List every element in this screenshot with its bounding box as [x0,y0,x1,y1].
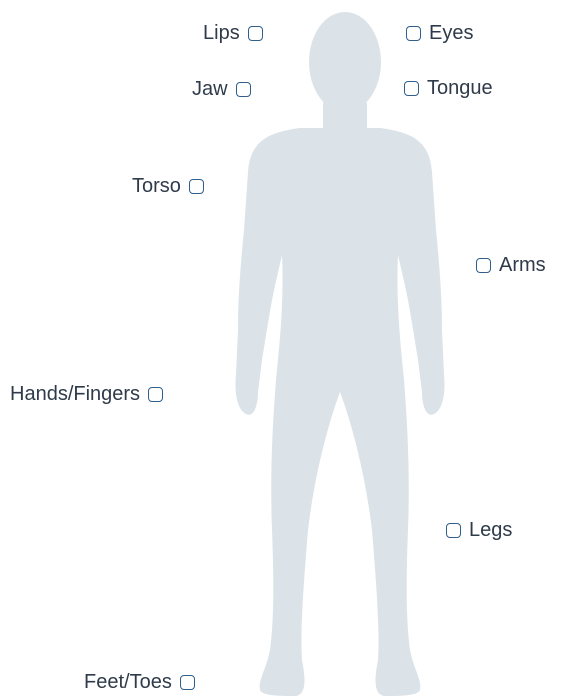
option-legs-label: Legs [469,518,512,542]
checkbox-jaw[interactable] [236,82,251,97]
option-feet-toes[interactable]: Feet/Toes [84,670,195,694]
option-eyes[interactable]: Eyes [406,21,473,45]
checkbox-torso[interactable] [189,179,204,194]
option-legs[interactable]: Legs [446,518,512,542]
option-torso-label: Torso [132,174,181,198]
checkbox-legs[interactable] [446,523,461,538]
checkbox-tongue[interactable] [404,81,419,96]
checkbox-arms[interactable] [476,258,491,273]
checkbox-eyes[interactable] [406,26,421,41]
option-feet-toes-label: Feet/Toes [84,670,172,694]
option-jaw[interactable]: Jaw [192,77,251,101]
option-lips-label: Lips [203,21,240,45]
option-arms[interactable]: Arms [476,253,546,277]
option-hands-fingers-label: Hands/Fingers [10,382,140,406]
option-jaw-label: Jaw [192,77,228,101]
option-arms-label: Arms [499,253,546,277]
option-eyes-label: Eyes [429,21,473,45]
option-torso[interactable]: Torso [132,174,204,198]
checkbox-lips[interactable] [248,26,263,41]
option-hands-fingers[interactable]: Hands/Fingers [10,382,163,406]
option-tongue[interactable]: Tongue [404,76,493,100]
option-tongue-label: Tongue [427,76,493,100]
option-lips[interactable]: Lips [203,21,263,45]
checkbox-hands-fingers[interactable] [148,387,163,402]
checkbox-feet-toes[interactable] [180,675,195,690]
